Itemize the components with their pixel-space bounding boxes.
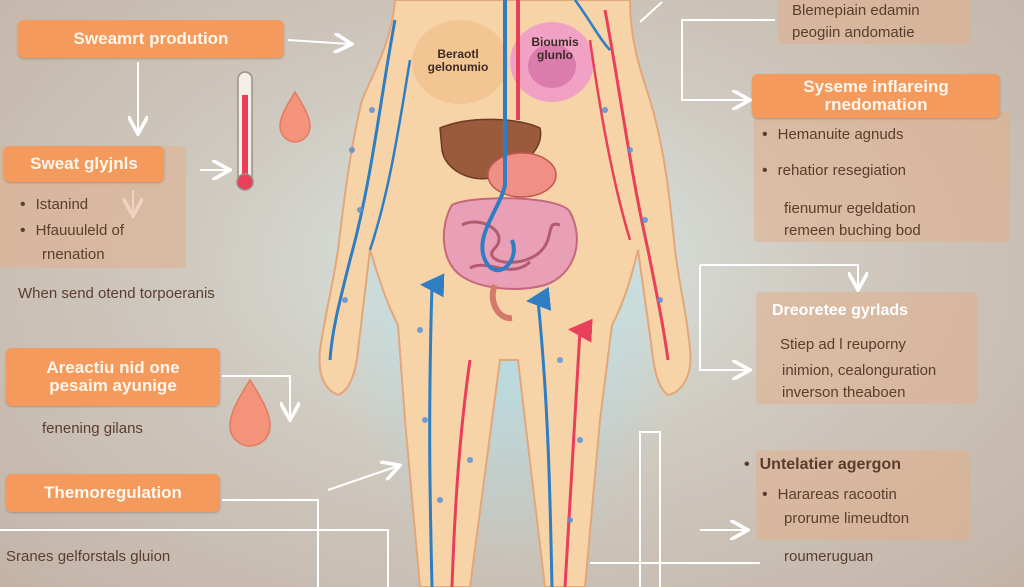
- untelater-tag: •Untelatier agergon: [744, 456, 901, 473]
- sweat-glands-tag: Sweat glyjnls: [4, 146, 164, 182]
- sweat-glands-item-1: Istanind: [20, 196, 89, 214]
- chest-left-label: Beraotl gelonumio: [427, 47, 489, 75]
- untelater-note: roumeruguan: [784, 548, 874, 565]
- sweat-glands-item-2: Hfauuuleld of: [20, 222, 124, 240]
- sweat-drop-icon: [229, 378, 271, 447]
- sweat-production-tag: Sweamrt prodution: [18, 20, 284, 58]
- thermoregulation-tag: Themoregulation: [6, 474, 220, 512]
- dreorete-tag: Dreoretee gyrlads: [772, 302, 909, 319]
- dreorete-panel: [756, 292, 978, 404]
- right-connectors: [590, 1, 858, 587]
- sweat-glands-item-3: rnenation: [42, 246, 105, 263]
- thermometer-icon: [236, 71, 254, 191]
- dreorete-line-2: inimion, cealonguration: [782, 362, 937, 379]
- top-caption-line-2: peogiin andomatie: [792, 24, 915, 41]
- systemic-note-1: fienumur egeldation: [784, 200, 916, 217]
- untelater-tag-label: Untelatier agergon: [759, 456, 901, 473]
- untelater-line-1: Harareas racootin: [762, 486, 897, 504]
- dreorete-line-1: Stiep ad l reuporny: [780, 336, 906, 353]
- systemic-item-1: Hemanuite agnuds: [762, 126, 904, 144]
- untelater-line-2: prorume limeudton: [784, 510, 910, 527]
- chest-right-label: Bioumis glunlo: [531, 35, 579, 63]
- sranes-note: Sranes gelforstals gluion: [6, 548, 171, 565]
- top-caption-panel: [778, 0, 970, 44]
- systemic-note-2: remeen buching bod: [784, 222, 921, 239]
- left-connectors: [0, 40, 398, 587]
- dreorete-line-3: inverson theaboen: [782, 384, 906, 401]
- areactive-tag: Areactiu nid one pesaim ayunige: [6, 348, 220, 406]
- sweat-drop-icon: [279, 90, 311, 143]
- top-caption-line-1: Blemepiain edamin: [792, 2, 920, 19]
- sweat-temp-note: When send otend torpoeranis: [18, 285, 215, 302]
- systemic-item-2: rehatior resegiation: [762, 162, 906, 180]
- human-body: [318, 0, 692, 587]
- systemic-tag: Syseme inflareing rnedomation: [752, 74, 1000, 118]
- faceting-note: fenening gilans: [42, 420, 143, 437]
